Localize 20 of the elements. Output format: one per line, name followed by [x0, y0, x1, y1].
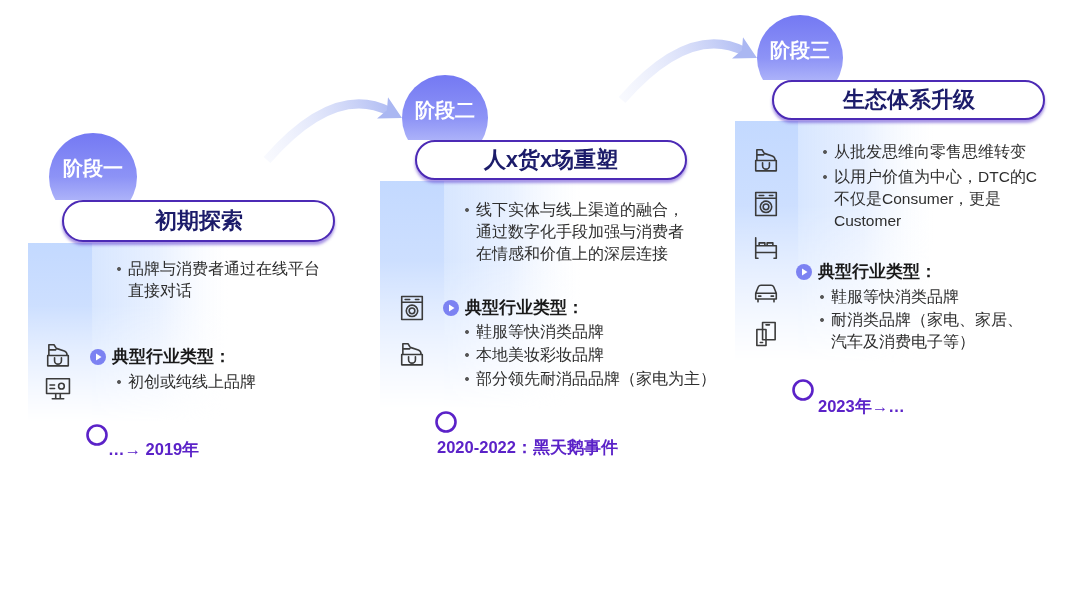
- stage-circle: 阶段一: [49, 133, 137, 200]
- title-pill: 人x货x场重塑: [415, 140, 687, 180]
- bullet-text: 品牌与消费者通过在线平台直接对话: [115, 258, 320, 302]
- curved-arrow: [263, 97, 403, 164]
- stage-circle: 阶段二: [402, 75, 488, 140]
- bullet-text: 线下实体与线上渠道的融合，通过数字化手段加强与消费者在情感和价值上的深层连接: [463, 199, 684, 265]
- title-pill: 生态体系升级: [772, 80, 1045, 120]
- section-heading: 典型行业类型：: [465, 297, 584, 319]
- section-heading: 典型行业类型：: [112, 346, 231, 368]
- date-label: 2020-2022：黑天鹅事件: [437, 437, 618, 457]
- bullet-text: 鞋服等快消类品牌: [463, 321, 604, 343]
- stage-circle: 阶段三: [757, 15, 843, 80]
- section-heading: 典型行业类型：: [818, 261, 937, 283]
- date-label: 2023年→…: [818, 396, 905, 416]
- bullet-text: 从批发思维向零售思维转变: [821, 141, 1026, 163]
- bullet-text: 本地美妆彩妆品牌: [463, 344, 604, 366]
- curved-arrow: [618, 37, 758, 104]
- bullet-text: 鞋服等快消类品牌: [818, 286, 959, 308]
- date-label: …→ 2019年: [108, 439, 200, 459]
- title-pill: 初期探索: [62, 200, 335, 242]
